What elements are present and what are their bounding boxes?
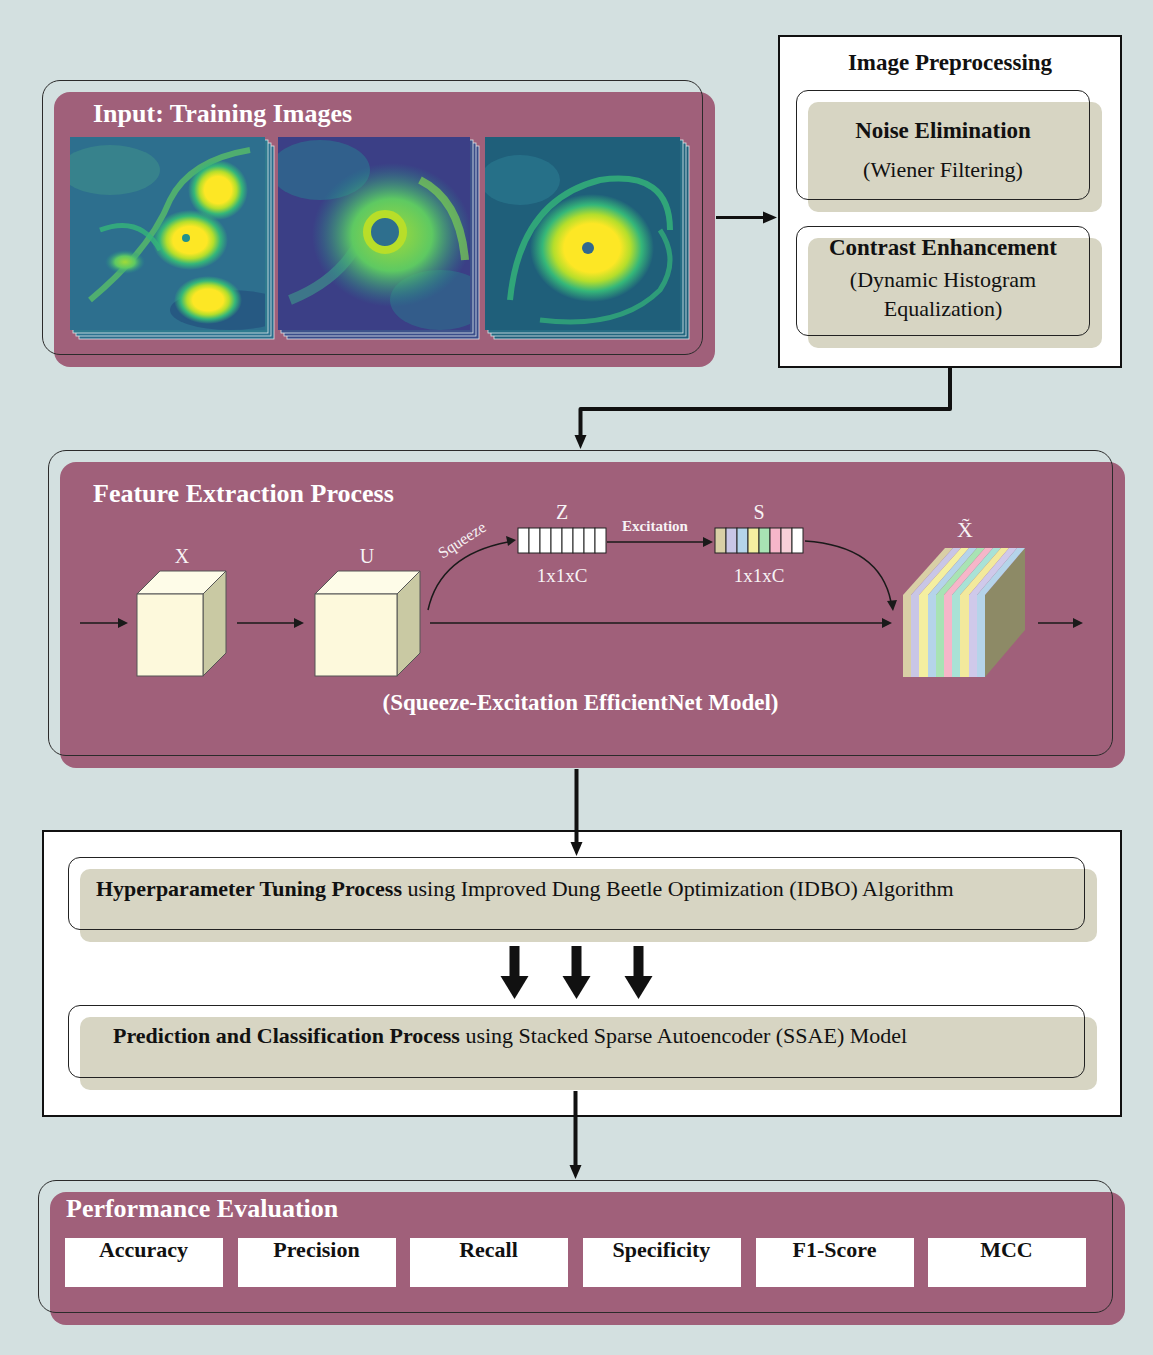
connector-line [510, 946, 520, 981]
box-fill [778, 35, 1122, 368]
process-title: Hyperparameter Tuning Process [96, 876, 402, 901]
part-label: Squeeze [435, 518, 489, 562]
group-box [43, 831, 1121, 1116]
connector [575, 368, 951, 449]
box-fill [80, 869, 1097, 942]
preprocessing-box: Image PreprocessingNoise Elimination (Wie… [778, 35, 1122, 368]
se-arrowheads [118, 536, 1083, 628]
se-block [137, 571, 420, 676]
process-method: using Stacked Sparse Autoencoder (SSAE) … [460, 1023, 907, 1048]
node-title: Accuracy [71, 1238, 217, 1262]
connector-line [574, 1091, 578, 1168]
excitation-vector [715, 528, 803, 553]
panel-fill [54, 92, 715, 367]
metric-fill [583, 1238, 741, 1287]
node-subtitle: (Squeeze-Excitation EfficientNet Model) [55, 689, 1106, 717]
node-title: Feature Extraction Process [93, 478, 394, 509]
node-title: Noise Elimination [803, 117, 1083, 145]
metric-fill [756, 1238, 914, 1287]
metric-box: F1-Score [756, 1238, 914, 1287]
arrowhead [563, 976, 591, 999]
node-title: Input: Training Images [93, 98, 352, 129]
connector [571, 769, 583, 856]
metric-box: Recall [410, 1238, 568, 1287]
part-label: U [360, 545, 374, 567]
metric-fill [238, 1238, 396, 1287]
metric-fill [928, 1238, 1086, 1287]
connector-line [716, 216, 766, 219]
process-box: Noise Elimination (Wiener Filtering) [796, 90, 1090, 200]
process-box: Prediction and Classification Processusi… [68, 1005, 1085, 1078]
part-label: 1x1xC [734, 566, 785, 587]
node-title: Recall [416, 1238, 562, 1262]
node-subtitle: (Dynamic Histogram Equalization) [803, 265, 1083, 323]
metric-box: MCC [928, 1238, 1086, 1287]
panel-fill [60, 462, 1125, 768]
node-title: MCC [934, 1238, 1080, 1262]
part-label: 1x1xC [537, 566, 588, 587]
process-title: Prediction and Classification Process [113, 1023, 460, 1048]
part-label: X̃ [957, 518, 973, 542]
input-panel: Input: Training Images [42, 80, 703, 355]
squeeze-vector [518, 528, 606, 553]
satellite-image [278, 137, 470, 330]
metric-fill [65, 1238, 223, 1287]
node-title: Performance Evaluation [66, 1193, 338, 1224]
metric-box: Precision [238, 1238, 396, 1287]
node-title: Contrast Enhancement [803, 234, 1083, 262]
node-title: F1-Score [762, 1238, 908, 1262]
node-title: Specificity [589, 1238, 735, 1262]
process-box: Contrast Enhancement (Dynamic Histogram E… [796, 226, 1090, 336]
satellite-image [70, 137, 265, 330]
panel-fill [50, 1192, 1125, 1325]
metric-box: Accuracy [65, 1238, 223, 1287]
evaluation-panel: Performance EvaluationAccuracy Precision R… [38, 1180, 1113, 1313]
node-title: Image Preprocessing [786, 49, 1114, 77]
process-box: Hyperparameter Tuning Processusing Impro… [68, 857, 1085, 930]
metric-box: Specificity [583, 1238, 741, 1287]
connector-line [575, 769, 579, 845]
connector-line [572, 946, 582, 981]
arrowhead [501, 976, 529, 999]
arrowhead [570, 1165, 582, 1179]
box-fill [80, 1017, 1097, 1090]
connector-line [634, 946, 644, 981]
process-method: using Improved Dung Beetle Optimization … [402, 876, 954, 901]
metric-fill [410, 1238, 568, 1287]
connector [716, 212, 777, 224]
arrowhead [571, 842, 583, 856]
arrowhead [625, 976, 653, 999]
connector [570, 1091, 582, 1179]
arrowhead [763, 212, 777, 224]
feature-panel: Feature Extraction Process (Squeeze-Excit… [48, 450, 1113, 756]
arrowhead [575, 435, 587, 449]
satellite-image [485, 137, 680, 330]
part-label: X [175, 545, 189, 567]
node-title: Precision [244, 1238, 390, 1262]
scaled-feature-map [903, 548, 1025, 677]
part-label: Excitation [622, 518, 688, 535]
part-label: S [753, 501, 764, 523]
node-subtitle: (Wiener Filtering) [803, 157, 1083, 183]
connector-line [581, 368, 951, 438]
part-label: Z [556, 501, 568, 523]
connector [501, 946, 653, 999]
text-row: Hyperparameter Tuning Processusing Impro… [96, 876, 954, 902]
text-row: Prediction and Classification Processusi… [113, 1023, 907, 1049]
se-arrows [80, 541, 1075, 623]
